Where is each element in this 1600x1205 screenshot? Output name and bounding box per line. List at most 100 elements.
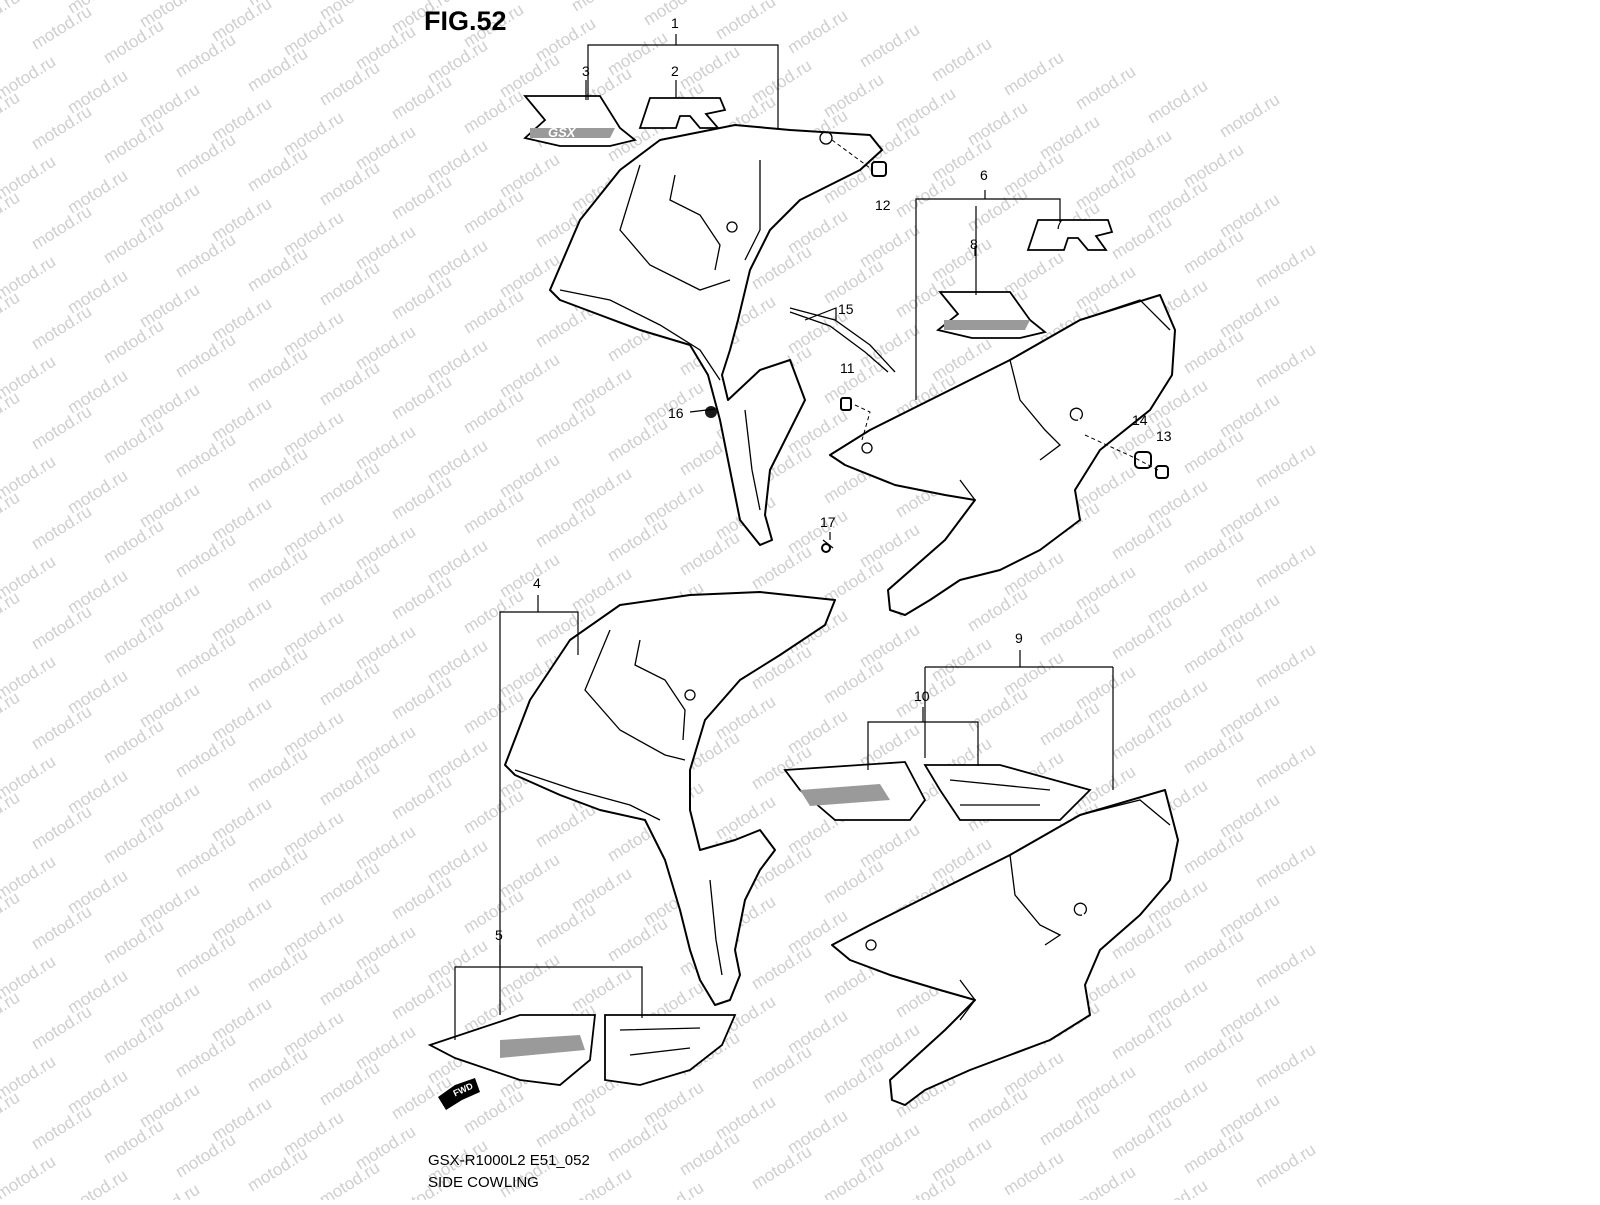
watermark-text: motod.ru [1036,1098,1103,1150]
watermark-text: motod.ru [460,186,527,238]
watermark-text: motod.ru [388,872,455,924]
watermark-text: motod.ru [100,916,167,968]
watermark-text: motod.ru [820,1056,887,1108]
watermark-text: motod.ru [244,1044,311,1096]
callout-12: 12 [875,197,891,213]
watermark-text: motod.ru [316,958,383,1010]
watermark-text: motod.ru [1216,90,1283,142]
watermark-text: motod.ru [244,444,311,496]
watermark-text: motod.ru [244,944,311,996]
watermark-text: motod.ru [820,656,887,708]
watermark-text: motod.ru [100,216,167,268]
callout-7: 7 [1055,216,1063,232]
watermark-text: motod.ru [1252,940,1319,992]
watermark-text: motod.ru [316,758,383,810]
lower-left-cowling [504,591,836,1006]
watermark-text: motod.ru [1252,540,1319,592]
watermark-text: motod.ru [172,830,239,882]
watermark-text: motod.ru [244,744,311,796]
watermark-text: motod.ru [676,528,743,580]
decal-r-upper [638,97,727,129]
watermark-text: motod.ru [28,1102,95,1154]
watermark-text: motod.ru [0,188,23,240]
watermark-text: motod.ru [0,488,23,540]
watermark-text: motod.ru [172,330,239,382]
callout-numbers: 1 2 3 4 5 6 7 8 9 10 11 12 13 14 15 16 1… [495,15,1172,943]
watermark-text: motod.ru [1252,740,1319,792]
watermark-text: motod.ru [316,358,383,410]
callout-15: 15 [838,301,854,317]
watermark-text: motod.ru [532,500,599,552]
watermark-text: motod.ru [0,788,23,840]
watermark-text: motod.ru [604,514,671,566]
watermark-text: motod.ru [820,1156,887,1200]
watermark-text: motod.ru [0,88,23,140]
watermark-text: motod.ru [172,930,239,982]
decal-gsx-right [935,291,1047,339]
watermark-text: motod.ru [244,1144,311,1196]
watermark-text: motod.ru [316,158,383,210]
watermark-text: motod.ru [1252,340,1319,392]
watermark-text: motod.ru [676,1128,743,1180]
watermark-text: motod.ru [172,230,239,282]
watermark-text: motod.ru [388,272,455,324]
watermark-text: motod.ru [1180,226,1247,278]
watermark-text: motod.ru [244,544,311,596]
watermark-text: motod.ru [928,34,995,86]
watermark-text: motod.ru [496,0,563,1]
watermark-text: motod.ru [460,386,527,438]
watermark-text: motod.ru [100,316,167,368]
watermark-text: motod.ru [784,6,851,58]
watermark-text: motod.ru [532,1100,599,1152]
watermark-text: motod.ru [856,20,923,72]
callout-5: 5 [495,927,503,943]
watermark-text: motod.ru [0,688,23,740]
watermark-text: motod.ru [460,486,527,538]
watermark-text: motod.ru [244,244,311,296]
callout-6: 6 [980,167,988,183]
watermark-text: motod.ru [28,502,95,554]
watermark-text: motod.ru [316,258,383,310]
watermark-text: motod.ru [0,388,23,440]
callout-4: 4 [533,575,541,591]
leader-lines [454,34,1114,1040]
watermark-text: motod.ru [100,416,167,468]
watermark-text: motod.ru [100,616,167,668]
watermark-text: motod.ru [244,344,311,396]
decal-gsx-text: GSX [548,125,577,140]
callout-1: 1 [671,15,679,31]
watermark-text: motod.ru [100,1116,167,1168]
watermark-text: motod.ru [1252,440,1319,492]
watermark-text: motod.ru [172,1030,239,1082]
watermark-text: motod.ru [1108,1112,1175,1164]
watermark-text: motod.ru [0,588,23,640]
fasteners-right [840,397,1169,479]
watermark-text: motod.ru [640,1178,707,1200]
watermark-text: motod.ru [388,972,455,1024]
watermark-text: motod.ru [388,72,455,124]
watermark-text: motod.ru [28,2,95,54]
watermark-text: motod.ru [820,256,887,308]
watermark-text: motod.ru [0,0,23,39]
watermark-text: motod.ru [1036,698,1103,750]
watermark-text: motod.ru [1252,240,1319,292]
watermark-text: motod.ru [0,888,23,940]
watermark-text: motod.ru [100,516,167,568]
lower-cowling-upper [829,294,1176,616]
watermark-text: motod.ru [100,16,167,68]
watermark-text: motod.ru [1180,826,1247,878]
watermark-text: motod.ru [748,1142,815,1194]
watermark-text: motod.ru [172,30,239,82]
watermark-text: motod.ru [28,802,95,854]
figure-code: GSX-R1000L2 E51_052 [428,1152,590,1169]
watermark-text: motod.ru [316,858,383,910]
watermark-text: motod.ru [172,530,239,582]
watermark-text: motod.ru [892,170,959,222]
watermark-text: motod.ru [1180,426,1247,478]
watermark-text: motod.ru [892,1170,959,1200]
watermark-text: motod.ru [316,1058,383,1110]
callout-10: 10 [914,688,930,704]
watermark-text: motod.ru [964,684,1031,736]
watermark-text: motod.ru [388,372,455,424]
